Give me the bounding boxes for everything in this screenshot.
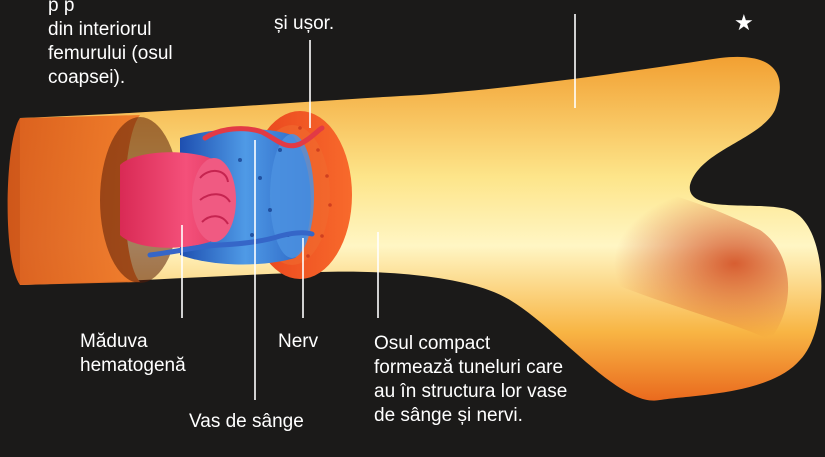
label-blood-vessel: Vas de sânge [189,410,304,434]
label-top-mid: și ușor. [274,12,334,36]
label-nerve: Nerv [278,330,318,354]
label-compact-bone: Osul compact formează tuneluri care au î… [374,332,567,428]
label-top-left: p p din interiorul femurului (osul coaps… [48,0,173,90]
star-icon: ★ [734,12,754,34]
label-marrow: Măduva hematogenă [80,330,186,378]
